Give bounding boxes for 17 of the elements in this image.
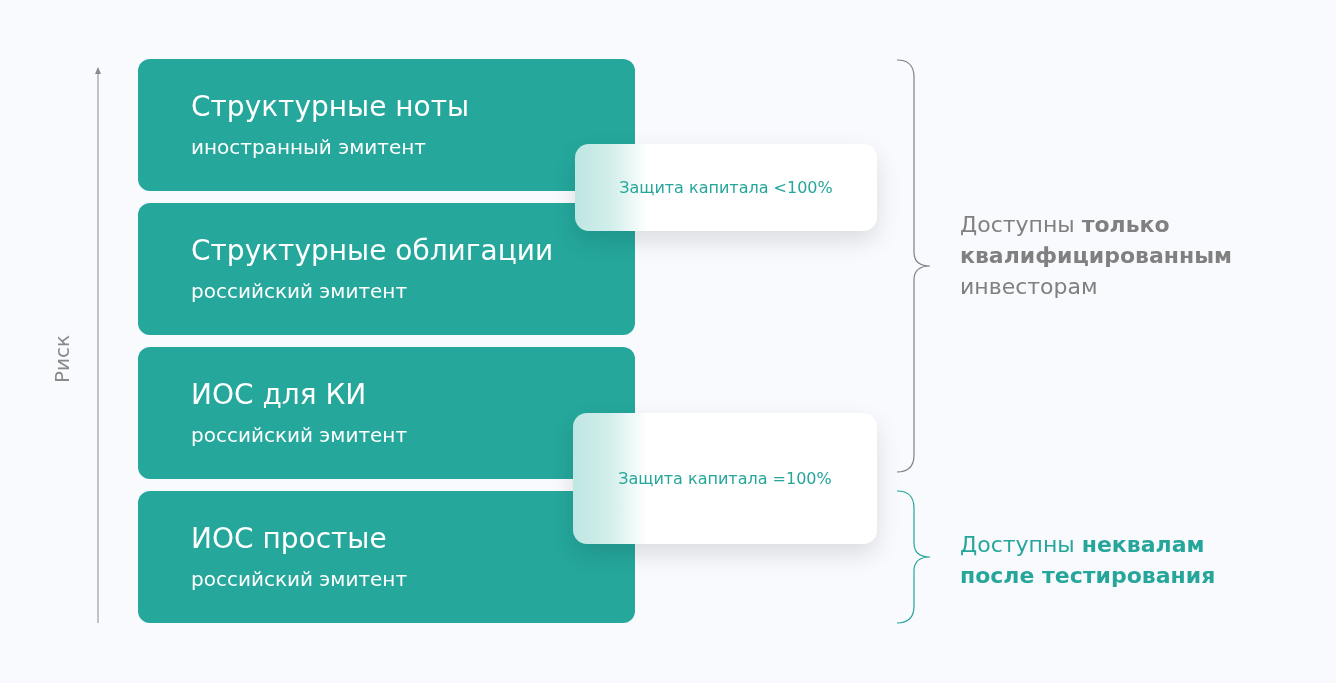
card-title: Структурные облигации — [191, 233, 554, 269]
badge-text: Защита капитала =100% — [618, 467, 832, 490]
card-subtitle: российский эмитент — [191, 566, 408, 593]
category-card — [138, 491, 635, 623]
audience-note: Доступны только квалифицированным инвесторам — [960, 211, 1234, 301]
card-title: ИОС для КИ — [191, 377, 367, 413]
card-subtitle: российский эмитент — [191, 278, 408, 305]
axis-label: Риск — [49, 334, 76, 384]
card-subtitle: иностранный эмитент — [191, 134, 426, 161]
protection-badge — [575, 144, 877, 231]
category-card — [138, 203, 635, 335]
card-title: Структурные ноты — [191, 89, 470, 125]
card-title: ИОС простые — [191, 521, 387, 557]
protection-badge — [573, 413, 877, 544]
card-subtitle: российский эмитент — [191, 422, 408, 449]
badge-text: Защита капитала <100% — [619, 176, 833, 199]
audience-note: Доступны неквалам после тестирования — [960, 531, 1217, 590]
